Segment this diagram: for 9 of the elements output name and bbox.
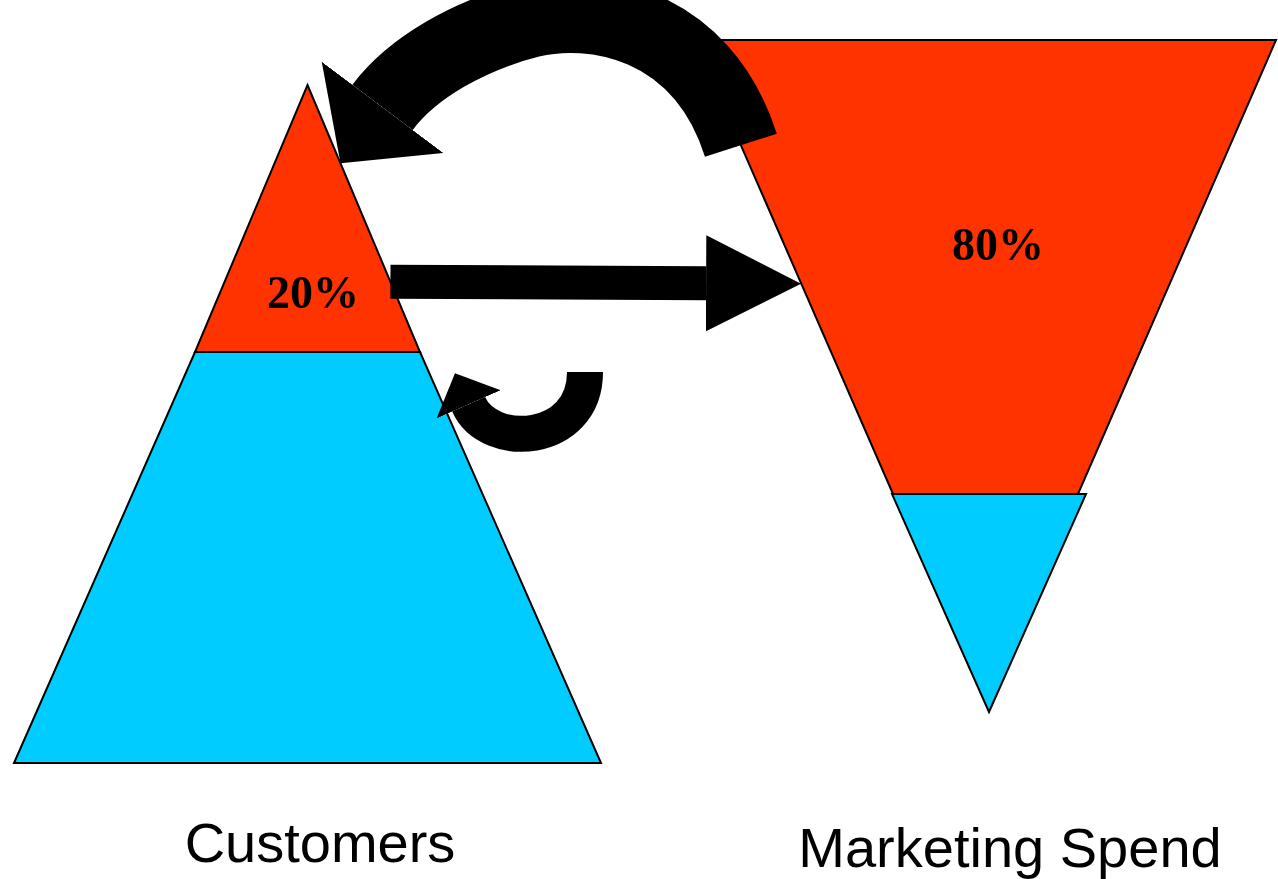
percentage-label: 80% [952,222,1044,268]
triangle-shape [892,494,1086,712]
trapezoid-shape [14,352,601,763]
pyramid-segment [195,85,420,352]
block-arrow [439,370,603,452]
block-arrow [390,235,802,332]
pyramid-caption: Customers [184,815,456,871]
block-arrow [323,0,776,162]
percentage-label: 20% [267,270,359,316]
